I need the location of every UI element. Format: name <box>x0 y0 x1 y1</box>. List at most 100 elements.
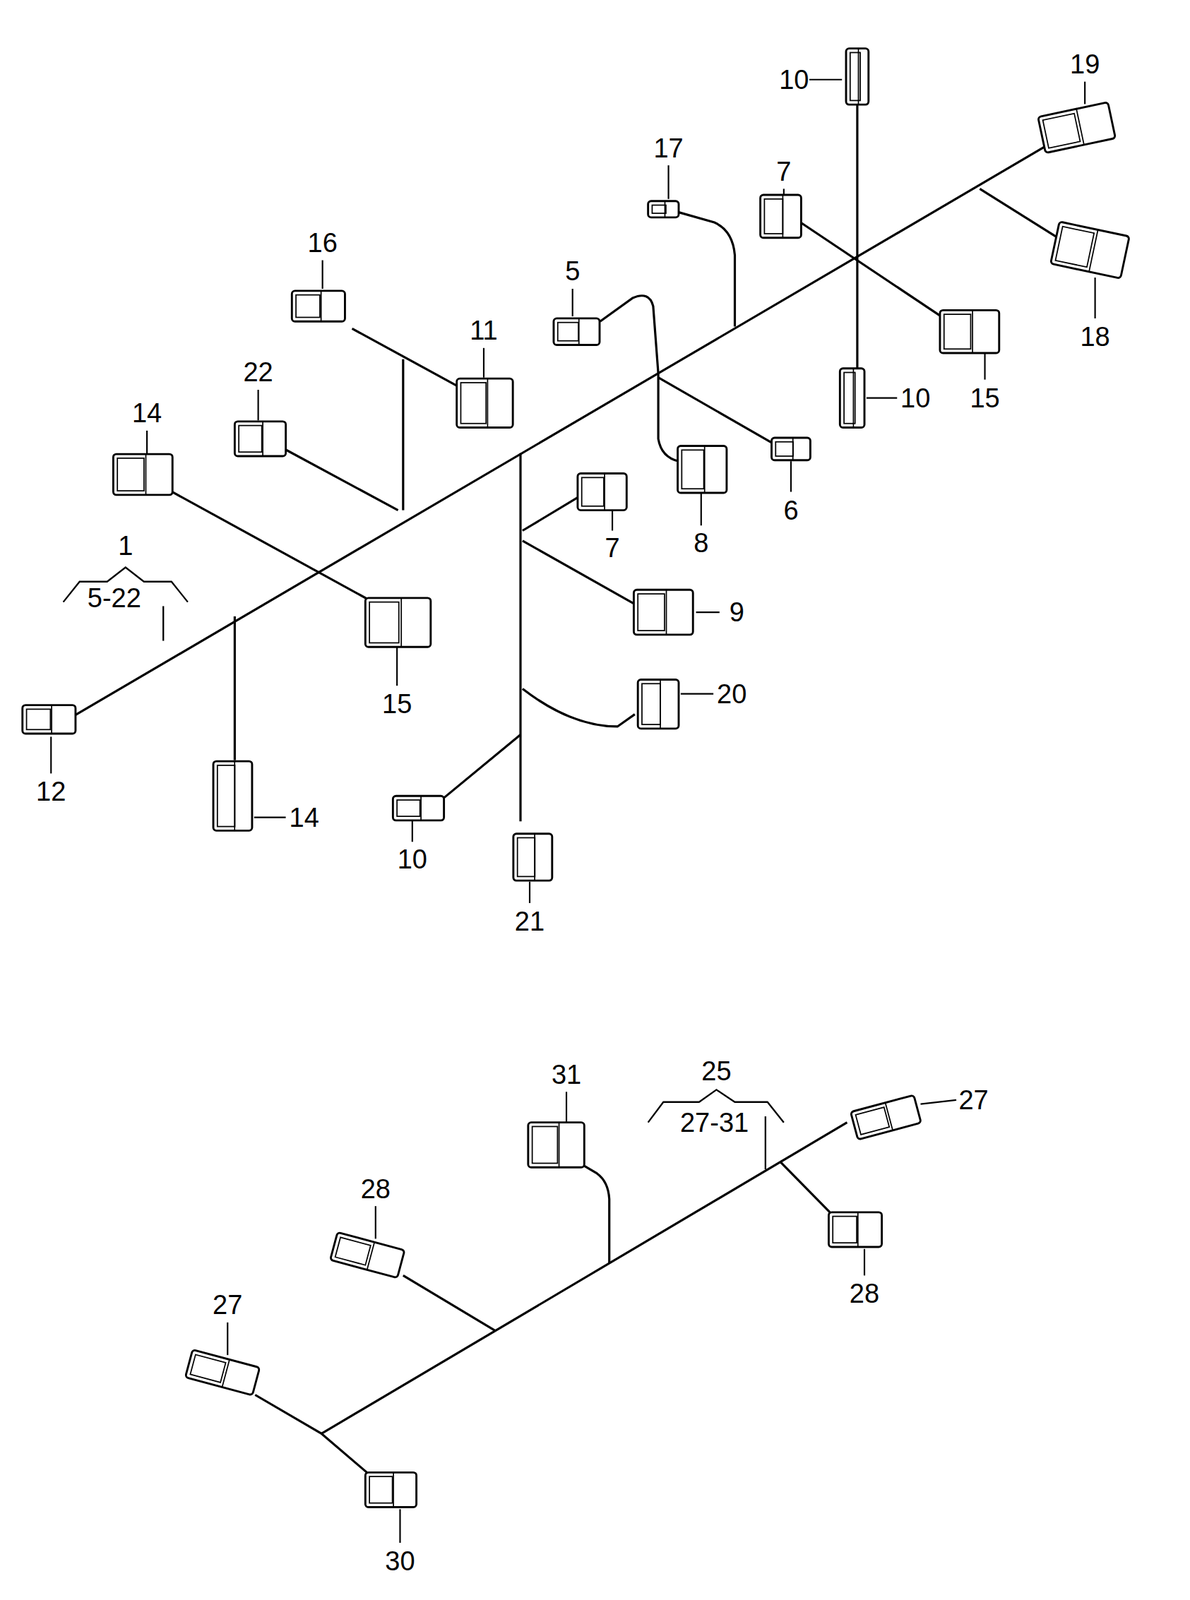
connector-detail <box>487 378 489 428</box>
connector-detail <box>558 1122 561 1169</box>
connector-detail <box>659 679 662 729</box>
leader-line <box>411 819 414 842</box>
leader-line <box>483 348 485 378</box>
connector-body <box>291 290 345 322</box>
connector-detail <box>853 368 855 428</box>
wire <box>71 146 1046 718</box>
wire <box>438 735 521 803</box>
connector-plug <box>771 437 811 461</box>
wire <box>519 453 522 823</box>
callout-number: 28 <box>360 1175 391 1203</box>
callout-number: 27 <box>958 1086 989 1114</box>
connector-detail <box>189 1355 226 1383</box>
callout-number: 15 <box>382 690 412 718</box>
connector-detail <box>262 421 264 457</box>
connector-body <box>213 761 253 831</box>
connector-detail <box>1076 108 1085 145</box>
connector-plug <box>365 598 431 647</box>
connector-detail <box>664 201 666 218</box>
callout-number: 28 <box>849 1280 880 1308</box>
connector-plug <box>291 290 345 322</box>
leader-line <box>50 736 52 774</box>
callout-number: 30 <box>384 1548 415 1575</box>
connector-detail <box>369 602 400 644</box>
connector-detail <box>1089 229 1099 272</box>
connector-detail <box>50 705 53 734</box>
callout-number: 27-31 <box>680 1109 749 1137</box>
connector-body <box>392 795 444 821</box>
connector-plug <box>939 310 1000 354</box>
connector-plug <box>633 589 693 635</box>
wire <box>401 359 404 511</box>
callout-number: 14 <box>289 804 320 832</box>
connector-detail <box>704 446 706 493</box>
connector-plug <box>846 48 869 105</box>
wire <box>280 447 398 511</box>
wire <box>658 377 776 445</box>
leader-line <box>396 646 398 686</box>
callout-number: 20 <box>716 680 747 708</box>
connector-detail <box>533 834 536 881</box>
connector-detail <box>460 382 486 424</box>
connector-detail <box>637 593 665 631</box>
leader-line <box>983 350 986 380</box>
connector-body <box>760 194 802 238</box>
connector-body <box>513 834 553 881</box>
wire <box>979 188 1056 237</box>
connector-plug <box>1038 102 1116 154</box>
connector-body <box>234 421 286 457</box>
connector-body <box>1038 102 1116 154</box>
leader-line <box>700 492 702 526</box>
connector-detail <box>222 1359 230 1388</box>
connector-body <box>637 679 679 729</box>
wire <box>321 1122 847 1435</box>
connector-body <box>553 318 600 346</box>
connector-detail <box>532 1126 558 1164</box>
callout-number: 16 <box>307 229 338 257</box>
leader-line <box>667 165 669 200</box>
connector-plug <box>760 194 802 238</box>
callout-number: 14 <box>132 399 162 427</box>
connector-detail <box>1043 113 1081 149</box>
connector-detail <box>295 295 320 318</box>
callout-number: 12 <box>36 778 66 806</box>
connector-detail <box>764 199 783 234</box>
connector-body <box>846 48 869 105</box>
wire <box>254 1395 378 1483</box>
connector-detail <box>775 442 794 457</box>
connector-plug <box>850 1095 921 1140</box>
connector-body <box>771 437 811 461</box>
connector-detail <box>517 837 536 877</box>
connector-plug <box>828 1212 882 1248</box>
leader-line <box>528 882 531 904</box>
callout-number: 10 <box>397 846 428 873</box>
callout-number: 10 <box>778 66 809 94</box>
callout-number: 15 <box>969 384 1000 412</box>
wire <box>522 493 585 531</box>
callout-number: 19 <box>1069 50 1100 78</box>
connector-detail <box>603 473 606 511</box>
wire <box>522 688 635 727</box>
connector-plug <box>1050 221 1130 279</box>
connector-detail <box>320 290 323 322</box>
callout-number: 18 <box>1079 323 1110 351</box>
connector-body <box>528 1122 585 1169</box>
connector-detail <box>857 1212 859 1248</box>
callout-number: 27 <box>212 1291 243 1319</box>
leader-line <box>790 461 792 492</box>
leader-line <box>611 510 614 532</box>
wire <box>352 328 465 390</box>
callout-number: 25 <box>701 1057 731 1085</box>
wire <box>678 212 735 327</box>
leader-line <box>1094 277 1097 319</box>
connector-plug <box>513 834 553 881</box>
connector-detail <box>971 310 974 354</box>
leader-line <box>226 1322 229 1356</box>
connector-detail <box>858 48 860 105</box>
wire <box>781 1162 832 1215</box>
connector-body <box>330 1232 405 1279</box>
wire <box>579 1163 610 1264</box>
connector-body <box>456 378 513 428</box>
connector-detail <box>117 458 145 491</box>
